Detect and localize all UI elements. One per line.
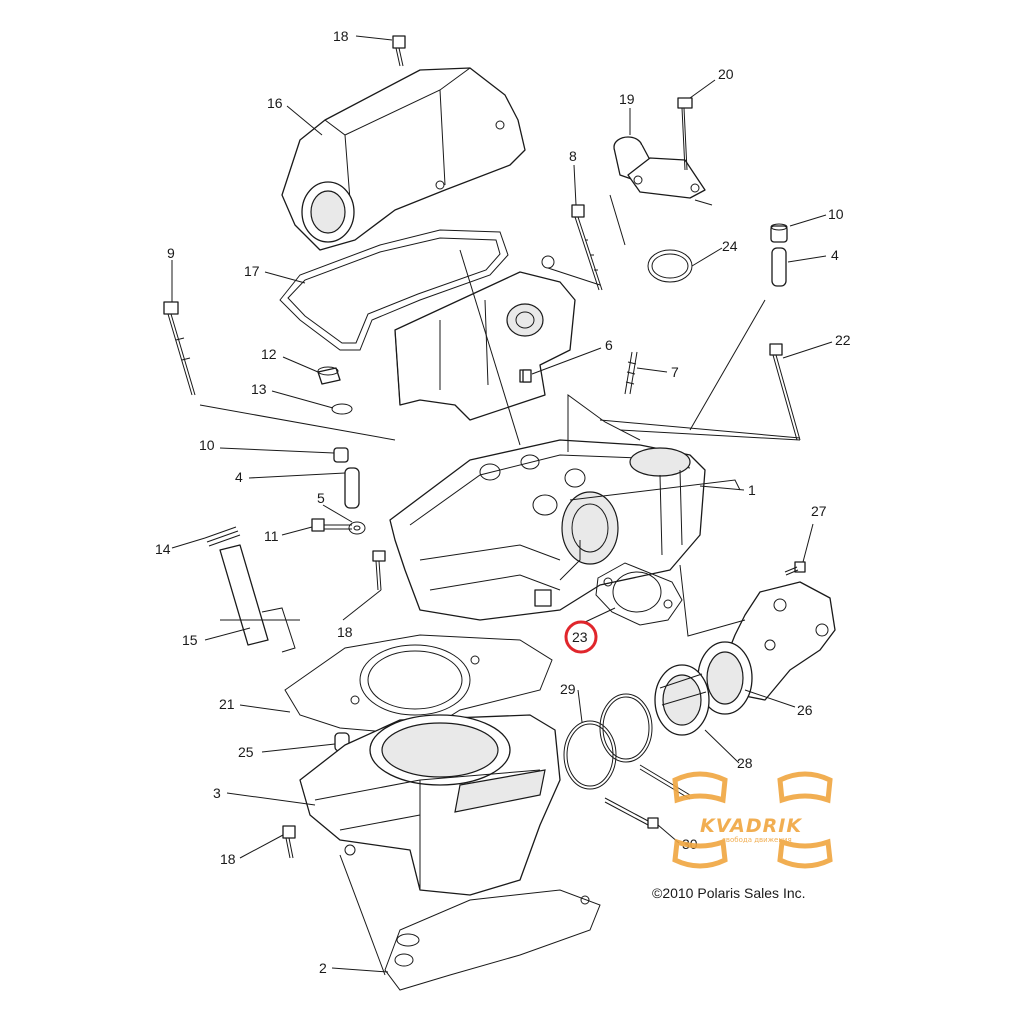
- callout-9: 9: [167, 245, 175, 261]
- camshaft-carrier[interactable]: [394, 255, 576, 421]
- part-14-spring[interactable]: [204, 526, 241, 547]
- callout-2: 2: [319, 960, 327, 976]
- part-4-valve-guide-right[interactable]: [771, 247, 787, 287]
- callout-10: 10: [828, 206, 844, 222]
- callout-4: 4: [831, 247, 839, 263]
- watermark-brand: KVADRIK: [700, 815, 802, 837]
- part-9-long-bolt[interactable]: [163, 301, 196, 396]
- part-22-bolt[interactable]: [769, 343, 801, 441]
- part-13-seal-ring[interactable]: [331, 403, 353, 415]
- part-18-bolt-middle[interactable]: [372, 550, 386, 591]
- part-28-adapter[interactable]: [654, 664, 710, 736]
- part-27-screw[interactable]: [784, 561, 806, 576]
- part-29-clamp-upper[interactable]: [599, 693, 653, 763]
- highlight-ring: [564, 620, 598, 654]
- part-18-bolt-top[interactable]: [392, 35, 406, 67]
- copyright-notice: ©2010 Polaris Sales Inc.: [652, 885, 806, 901]
- part-12-plug[interactable]: [317, 366, 341, 385]
- part-7-stud[interactable]: [624, 351, 638, 395]
- callout-26: 26: [797, 702, 813, 718]
- callout-17: 17: [244, 263, 260, 279]
- part-20-bolt[interactable]: [677, 97, 693, 171]
- callout-27: 27: [811, 503, 827, 519]
- part-15-tube[interactable]: [219, 544, 296, 653]
- part-10-valve-seal-left[interactable]: [333, 447, 349, 463]
- callout-8: 8: [569, 148, 577, 164]
- callout-22: 22: [835, 332, 851, 348]
- part-4-valve-guide-left[interactable]: [344, 467, 360, 509]
- watermark-tagline: свобода движения: [722, 836, 792, 844]
- assembly-lines: [199, 194, 801, 976]
- callout-23: 23: [572, 629, 588, 645]
- part-24-o-ring[interactable]: [647, 249, 693, 283]
- part-1-cylinder-head[interactable]: [389, 439, 706, 621]
- callout-18: 18: [333, 28, 349, 44]
- callout-16: 16: [267, 95, 283, 111]
- callout-10: 10: [199, 437, 215, 453]
- callout-12: 12: [261, 346, 277, 362]
- callout-21: 21: [219, 696, 235, 712]
- callout-5: 5: [317, 490, 325, 506]
- part-3-cylinder[interactable]: [299, 714, 561, 896]
- callout-15: 15: [182, 632, 198, 648]
- callout-7: 7: [671, 364, 679, 380]
- part-17-cover-gasket[interactable]: [279, 229, 509, 351]
- callout-4: 4: [235, 469, 243, 485]
- part-26-intake-boot[interactable]: [697, 581, 836, 715]
- part-5-washer[interactable]: [348, 521, 366, 535]
- kvadrik-watermark-logo: KVADRIK свобода движения: [672, 771, 833, 869]
- part-18-bolt-bottom[interactable]: [282, 825, 296, 859]
- part-6-dowel[interactable]: [522, 369, 532, 383]
- part-23-intake-gasket[interactable]: [595, 562, 683, 626]
- callout-labels: 18 16 19 20 8 10 4 24 9 17 12 6 7 22 13 …: [155, 28, 851, 976]
- callout-25: 25: [238, 744, 254, 760]
- part-2-base-gasket[interactable]: [384, 889, 601, 991]
- callout-19: 19: [619, 91, 635, 107]
- callout-18: 18: [220, 851, 236, 867]
- callout-24: 24: [722, 238, 738, 254]
- part-8-head-bolt[interactable]: [571, 204, 603, 291]
- part-16-valve-cover[interactable]: [281, 67, 526, 251]
- part-10-valve-seal-right[interactable]: [770, 223, 788, 243]
- callout-29: 29: [560, 681, 576, 697]
- callout-leaders: [171, 35, 833, 973]
- callout-3: 3: [213, 785, 221, 801]
- callout-6: 6: [605, 337, 613, 353]
- callout-1: 1: [748, 482, 756, 498]
- part-19-thermostat-housing[interactable]: [613, 136, 706, 199]
- part-11-bolt[interactable]: [311, 518, 352, 532]
- callout-11: 11: [264, 528, 279, 544]
- callout-14: 14: [155, 541, 171, 557]
- callout-23-highlight[interactable]: 23: [564, 620, 598, 654]
- part-29-clamp-lower[interactable]: [563, 720, 617, 790]
- callout-13: 13: [251, 381, 267, 397]
- tire-icon: [672, 771, 833, 869]
- callout-20: 20: [718, 66, 734, 82]
- part-21-head-gasket[interactable]: [284, 634, 553, 736]
- part-30-screws[interactable]: [604, 764, 691, 829]
- callout-28: 28: [737, 755, 753, 771]
- callout-18: 18: [337, 624, 353, 640]
